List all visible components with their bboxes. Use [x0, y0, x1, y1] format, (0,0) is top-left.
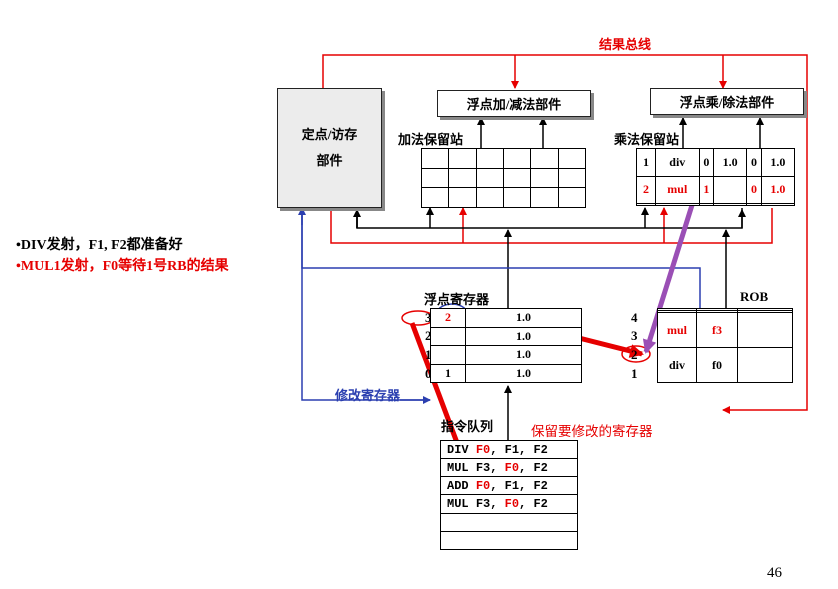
instruction-row [440, 530, 578, 551]
dest-reg: F3 [475, 460, 491, 475]
wait-arrow-to-rob [642, 185, 701, 354]
dest-reg: F0 [475, 478, 491, 493]
cell: 1 [636, 148, 656, 177]
fp-mul-unit: 浮点乘/除法部件 [650, 88, 804, 115]
rob-dest: f3 [696, 312, 738, 349]
value: 1.0 [465, 308, 582, 328]
cell: mul [655, 175, 700, 205]
dest-reg: F3 [475, 497, 491, 512]
reg-index: 3 [425, 310, 432, 325]
cell: 1 [698, 175, 715, 205]
src2-reg: F2 [533, 442, 548, 457]
add-station-title: 加法保留站 [398, 132, 464, 147]
register-bus-lines [298, 207, 701, 404]
mul-station-row: 1 div 0 1.0 0 1.0 [636, 148, 796, 177]
dest-reg: F0 [475, 442, 491, 457]
note-mul-issued: •MUL1发射，F0等待1号RB的结果 [16, 259, 229, 274]
src1-reg: F1 [504, 478, 520, 493]
instruction-row: MUL F3, F0, F2 [440, 494, 578, 514]
rob-index: 3 [631, 328, 638, 343]
cell: 1.0 [760, 148, 796, 177]
page-number: 46 [767, 565, 782, 581]
add-station-row [420, 148, 587, 169]
mul-station-row [636, 203, 796, 206]
cell: 0 [698, 148, 715, 177]
opcode: MUL [447, 497, 469, 512]
rob-op: div [657, 347, 697, 383]
note-div-issued: •DIV发射，F1, F2都准备好 [16, 238, 183, 253]
issue-arrow-to-queue [409, 322, 465, 458]
reg-index: 1 [425, 347, 432, 362]
reg-index: 0 [425, 366, 432, 381]
add-reservation-station [420, 148, 587, 208]
value: 1.0 [465, 326, 582, 346]
opcode: MUL [447, 460, 469, 475]
result-bus-lines [322, 54, 808, 414]
src2-reg: F2 [533, 497, 548, 512]
fixed-unit-line1: 定点/访存 [301, 127, 358, 142]
fp-registers-title: 浮点寄存器 [424, 292, 490, 307]
mul-station-row: 2 mul 1 0 1.0 [636, 175, 796, 205]
rob-index: 2 [631, 347, 638, 362]
cell: 0 [746, 175, 762, 205]
value: 1.0 [465, 363, 582, 383]
opcode: DIV [447, 442, 469, 457]
instruction-row [440, 512, 578, 532]
reserve-register-note: 保留要修改的寄存器 [531, 424, 653, 439]
cell: 1.0 [760, 175, 796, 205]
register-row: 1.0 [430, 326, 582, 346]
fixed-unit-line2: 部件 [316, 153, 343, 168]
tag [430, 345, 466, 365]
src1-reg: F1 [504, 442, 520, 457]
instruction-row: DIV F0, F1, F2 [440, 439, 578, 460]
rob-index: 1 [631, 366, 638, 381]
cell: 0 [746, 148, 762, 177]
value: 1.0 [465, 345, 582, 365]
cell: 1.0 [713, 148, 748, 177]
opcode: ADD [447, 478, 469, 493]
rob-title: ROB [740, 289, 769, 304]
tag: 1 [430, 363, 466, 383]
mul-reservation-station: 1 div 0 1.0 0 1.0 2 mul 1 0 1.0 [636, 148, 796, 206]
add-station-row [420, 187, 587, 208]
cell: 2 [636, 175, 656, 205]
fixed-point-memory-unit: 定点/访存 部件 [277, 88, 382, 208]
rob-dest: f0 [696, 347, 738, 383]
src2-reg: F2 [533, 478, 548, 493]
result-bus-label: 结果总线 [599, 37, 652, 52]
fp-add-unit: 浮点加/减法部件 [437, 90, 591, 117]
src1-reg: F0 [504, 497, 520, 512]
cell [713, 175, 748, 205]
src1-reg: F0 [504, 460, 520, 475]
rob-op: mul [657, 312, 697, 349]
operand-bus-lines [353, 117, 764, 440]
instruction-row: MUL F3, F0, F2 [440, 458, 578, 478]
cell: div [655, 148, 700, 177]
src2-reg: F2 [533, 460, 548, 475]
instruction-queue-title: 指令队列 [441, 419, 494, 434]
rob-index: 4 [631, 310, 638, 325]
modify-register-label: 修改寄存器 [335, 388, 401, 403]
mul-station-title: 乘法保留站 [614, 132, 680, 147]
rob-row [657, 310, 793, 314]
instruction-row: ADD F0, F1, F2 [440, 476, 578, 496]
tag: 2 [430, 308, 466, 328]
tag [430, 326, 466, 346]
register-row: 1.0 [430, 345, 582, 365]
reg-index: 2 [425, 328, 432, 343]
add-station-row [420, 167, 587, 189]
instruction-queue: DIV F0, F1, F2 MUL F3, F0, F2 ADD F0, F1… [440, 439, 578, 551]
